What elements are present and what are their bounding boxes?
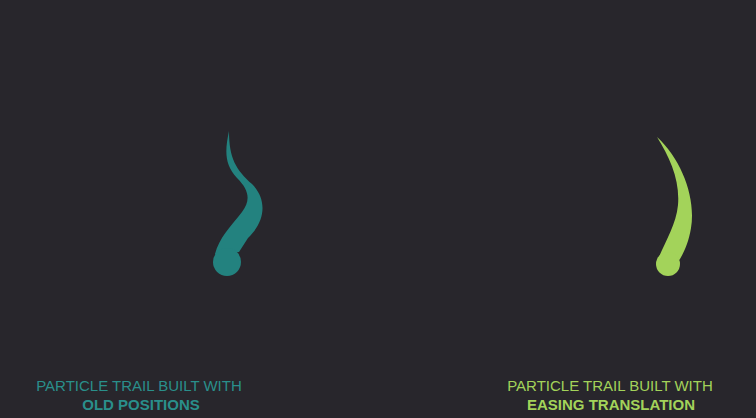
green-trail [656,137,692,276]
trail-head [213,248,241,276]
trail-body [215,131,263,254]
trail-head [656,252,680,276]
caption-label: EASING TRANSLATION [527,396,695,414]
caption-label: OLD POSITIONS [82,396,200,414]
caption-label: PARTICLE TRAIL BUILT WITH [36,377,242,395]
caption-label: PARTICLE TRAIL BUILT WITH [507,377,713,395]
teal-trail [213,131,263,276]
trail-body [657,137,692,262]
